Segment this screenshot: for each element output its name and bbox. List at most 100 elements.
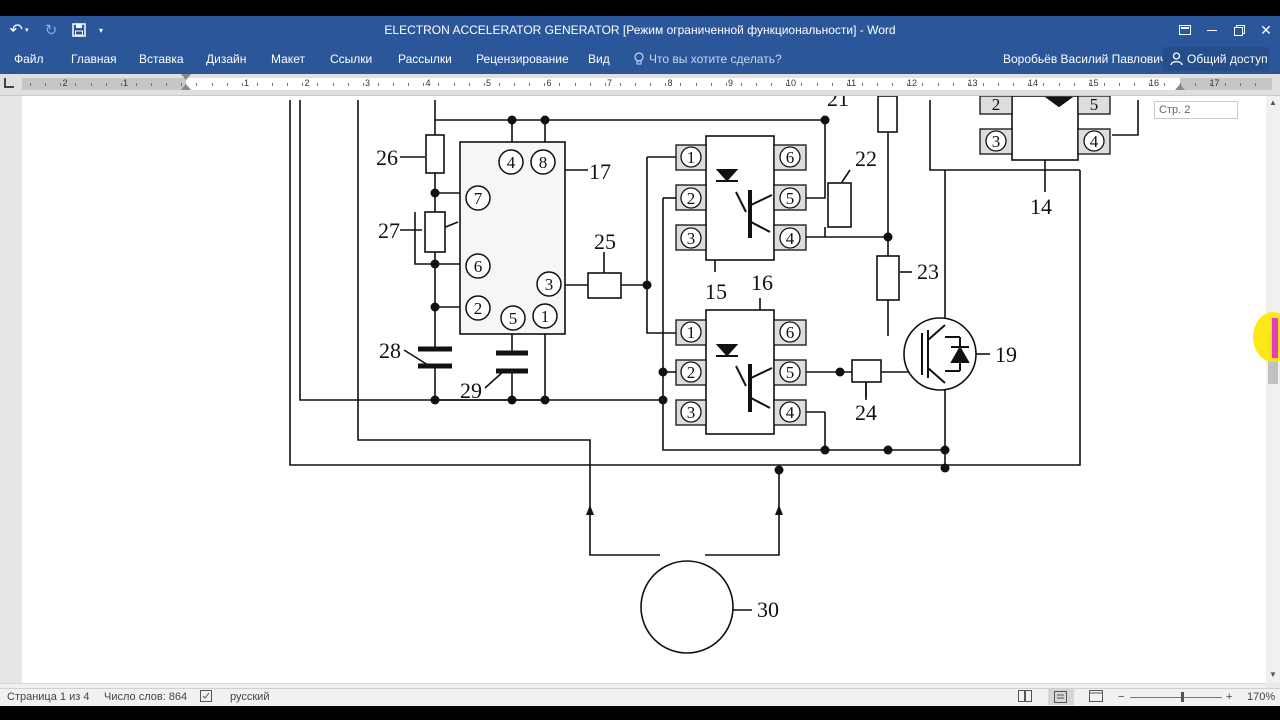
- tab-layout[interactable]: Макет: [271, 52, 305, 66]
- ruler-tick: [756, 83, 757, 86]
- minimize-icon: [1207, 29, 1217, 31]
- zoom-level[interactable]: 170%: [1247, 691, 1276, 703]
- circuit-diagram: 4 8 7 6 2 5 1 3 1 2 3 6 5 4 1 2 3: [289, 96, 1139, 654]
- ruler-bar: [22, 78, 1272, 90]
- close-button[interactable]: ✕: [1251, 16, 1280, 44]
- ruler-tick: [1240, 83, 1241, 86]
- ruler-tick: [1013, 83, 1014, 86]
- chevron-down-icon: ▾: [24, 27, 29, 34]
- status-bar: Страница 1 из 4 Число слов: 864 русский …: [0, 688, 1280, 706]
- scroll-down-icon[interactable]: ▼: [1269, 670, 1277, 679]
- ruler-tick: [680, 83, 681, 86]
- read-mode-icon[interactable]: [1018, 690, 1032, 705]
- zoom-out-button[interactable]: −: [1118, 691, 1125, 703]
- save-button[interactable]: [68, 16, 90, 44]
- ruler-tick: [393, 83, 394, 86]
- ruler-tick: [801, 83, 802, 86]
- ruler-tick: [832, 83, 833, 86]
- potentiometer-27: [424, 211, 446, 253]
- zoom-slider-thumb[interactable]: [1181, 692, 1184, 702]
- ruler-tick: [196, 83, 197, 86]
- ruler-tick: [363, 83, 364, 86]
- ribbon-display-options-button[interactable]: [1170, 16, 1200, 44]
- tab-design[interactable]: Дизайн: [206, 52, 247, 66]
- label-28: 28: [379, 338, 401, 363]
- ruler-tick: [938, 83, 939, 86]
- vertical-scrollbar[interactable]: ▲ ▼: [1266, 96, 1280, 683]
- ruler-tick: [378, 83, 379, 86]
- first-line-indent-marker[interactable]: [181, 74, 191, 80]
- ruler-number: 11: [846, 78, 857, 88]
- ruler-tick: [121, 83, 122, 86]
- tell-me-placeholder: Что вы хотите сделать?: [649, 52, 782, 66]
- ruler-tick: [1210, 83, 1211, 86]
- ruler-number: 1: [122, 78, 129, 88]
- user-account-name[interactable]: Воробьёв Василий Павлович: [1003, 52, 1167, 66]
- ruler-tick: [166, 83, 167, 86]
- pin-label: 5: [509, 309, 518, 328]
- label-21: 21: [827, 96, 849, 111]
- ruler-tick: [907, 83, 908, 86]
- ruler-tick: [287, 83, 288, 86]
- print-layout-button[interactable]: [1048, 689, 1074, 705]
- motor-30: [640, 560, 734, 654]
- ruler-tick: [106, 83, 107, 86]
- label-23: 23: [917, 259, 939, 284]
- resistor-25: [587, 272, 622, 299]
- ruler-tick: [544, 83, 545, 86]
- share-button[interactable]: Общий доступ: [1163, 47, 1269, 71]
- zoom-in-button[interactable]: +: [1226, 691, 1233, 703]
- tab-home[interactable]: Главная: [71, 52, 117, 66]
- pin-label: 3: [687, 403, 696, 422]
- ruler-tick: [1164, 83, 1165, 86]
- left-indent-marker[interactable]: [181, 84, 191, 90]
- proofing-icon[interactable]: [200, 690, 214, 706]
- document-page[interactable]: 4 8 7 6 2 5 1 3 1 2 3 6 5 4 1 2 3: [22, 96, 1266, 683]
- tab-file[interactable]: Файл: [14, 52, 44, 66]
- undo-button[interactable]: ↶▾: [4, 16, 34, 44]
- ruler-right-margin: [1180, 78, 1272, 90]
- pin-label: 3: [545, 275, 554, 294]
- ruler-tick: [1149, 83, 1150, 86]
- scroll-up-icon[interactable]: ▲: [1269, 98, 1277, 107]
- right-indent-marker[interactable]: [1175, 84, 1185, 90]
- label-22: 22: [855, 146, 877, 171]
- ruler-tick: [953, 83, 954, 86]
- restore-button[interactable]: [1224, 16, 1254, 44]
- wire: [1112, 100, 1139, 136]
- ruler-tick: [590, 83, 591, 86]
- customize-quick-access-button[interactable]: ▾: [94, 16, 108, 44]
- ruler-tick: [242, 83, 243, 86]
- tab-insert[interactable]: Вставка: [139, 52, 184, 66]
- ruler-tick: [257, 83, 258, 86]
- web-layout-icon[interactable]: [1089, 690, 1103, 705]
- wire: [289, 100, 1081, 466]
- ruler-tick: [60, 83, 61, 86]
- language[interactable]: русский: [230, 691, 270, 703]
- tab-review[interactable]: Рецензирование: [476, 52, 569, 66]
- ruler-tick: [499, 83, 500, 86]
- minimize-button[interactable]: [1197, 16, 1227, 44]
- label-26: 26: [376, 145, 398, 170]
- redo-button[interactable]: ↻: [40, 16, 62, 44]
- tab-mailings[interactable]: Рассылки: [398, 52, 452, 66]
- tab-view[interactable]: Вид: [588, 52, 610, 66]
- resistor-21: [877, 96, 898, 133]
- resistor-23: [876, 255, 900, 301]
- zoom-slider[interactable]: [1130, 697, 1222, 698]
- page-count[interactable]: Страница 1 из 4: [7, 691, 90, 703]
- tab-references[interactable]: Ссылки: [330, 52, 373, 66]
- ruler-tick: [438, 83, 439, 86]
- ruler-tick: [469, 83, 470, 86]
- ruler-number: 3: [364, 78, 371, 88]
- ruler-tick: [605, 83, 606, 86]
- tell-me-search[interactable]: Что вы хотите сделать?: [634, 50, 782, 68]
- ruler-tick: [726, 83, 727, 86]
- wire: [403, 349, 429, 366]
- tab-stop-selector-icon[interactable]: [4, 78, 14, 88]
- ruler-tick: [91, 83, 92, 86]
- resistor-24: [851, 359, 882, 383]
- title-bar: ↶▾ ↻ ▾ ELECTRON ACCELERATOR GENERATOR [Р…: [0, 16, 1280, 44]
- word-count[interactable]: Число слов: 864: [104, 691, 188, 703]
